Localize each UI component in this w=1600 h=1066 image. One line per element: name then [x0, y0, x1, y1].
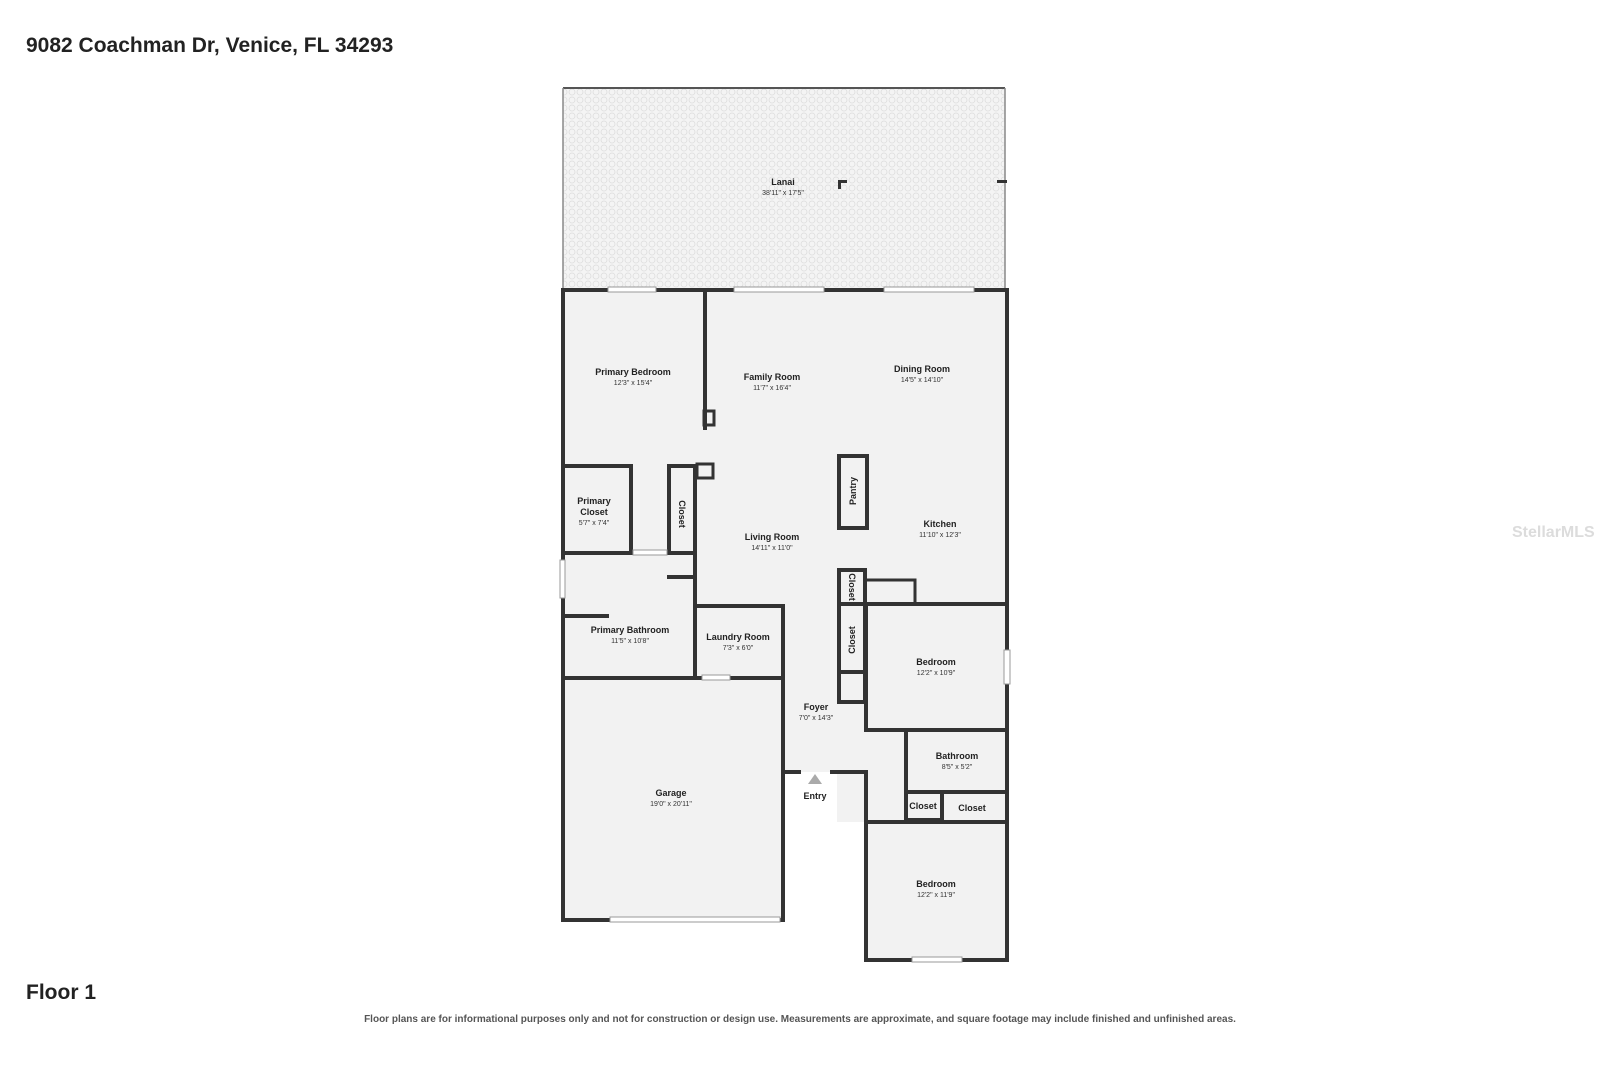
bathroom-dims: 8'5" x 5'2" — [942, 764, 973, 771]
closet-primary-label: Closet — [677, 500, 687, 528]
pantry-label: Pantry — [848, 477, 858, 505]
garage-label: Garage — [655, 788, 686, 798]
primary-closet-label-1: Primary — [577, 496, 611, 506]
dining-room-label: Dining Room — [894, 364, 950, 374]
entry-label: Entry — [803, 791, 826, 801]
entry-arrow — [808, 774, 822, 784]
closet-small-2-label: Closet — [958, 803, 986, 813]
bedroom-1-label: Bedroom — [916, 657, 956, 667]
living-room-label: Living Room — [745, 532, 800, 542]
dining-room-dims: 14'5" x 14'10" — [901, 377, 944, 384]
lanai-label: Lanai — [771, 177, 795, 187]
primary-bedroom-dims: 12'3" x 15'4" — [614, 380, 653, 387]
bedroom-2-label: Bedroom — [916, 879, 956, 889]
primary-closet-dims: 5'7" x 7'4" — [579, 520, 610, 527]
family-room-label: Family Room — [744, 372, 801, 382]
property-address: 9082 Coachman Dr, Venice, FL 34293 — [26, 34, 394, 57]
primary-bathroom-label: Primary Bathroom — [591, 625, 670, 635]
bathroom-label: Bathroom — [936, 751, 979, 761]
floor-label: Floor 1 — [26, 981, 97, 1004]
laundry-room-dims: 7'3" x 6'0" — [723, 645, 754, 652]
lanai-dims: 38'11" x 17'5" — [762, 190, 804, 197]
primary-bedroom-label: Primary Bedroom — [595, 367, 671, 377]
windows — [559, 286, 1011, 963]
interior-walls — [561, 290, 1009, 824]
family-room-dims: 11'7" x 16'4" — [753, 385, 791, 392]
closet-hall-2-label: Closet — [847, 626, 857, 654]
garage-dims: 19'0" x 20'11" — [650, 801, 692, 808]
closet-hall-1-label: Closet — [847, 573, 857, 601]
foyer-dims: 7'0" x 14'3" — [799, 715, 834, 722]
foyer-label: Foyer — [804, 702, 829, 712]
primary-bathroom-dims: 11'5" x 10'8" — [611, 638, 649, 645]
living-room-dims: 14'11" x 11'0" — [751, 545, 793, 552]
primary-closet-label-2: Closet — [580, 507, 608, 517]
kitchen-label: Kitchen — [923, 519, 956, 529]
laundry-room-label: Laundry Room — [706, 632, 770, 642]
disclaimer-text: Floor plans are for informational purpos… — [364, 1014, 1236, 1025]
bedroom-1-dims: 12'2" x 10'9" — [917, 670, 956, 677]
watermark-logo: StellarMLS — [1512, 524, 1595, 541]
closet-small-1-label: Closet — [909, 801, 937, 811]
lanai-area — [563, 88, 1005, 290]
bedroom-2-dims: 12'2" x 11'9" — [917, 892, 955, 899]
kitchen-dims: 11'10" x 12'3" — [919, 532, 961, 539]
